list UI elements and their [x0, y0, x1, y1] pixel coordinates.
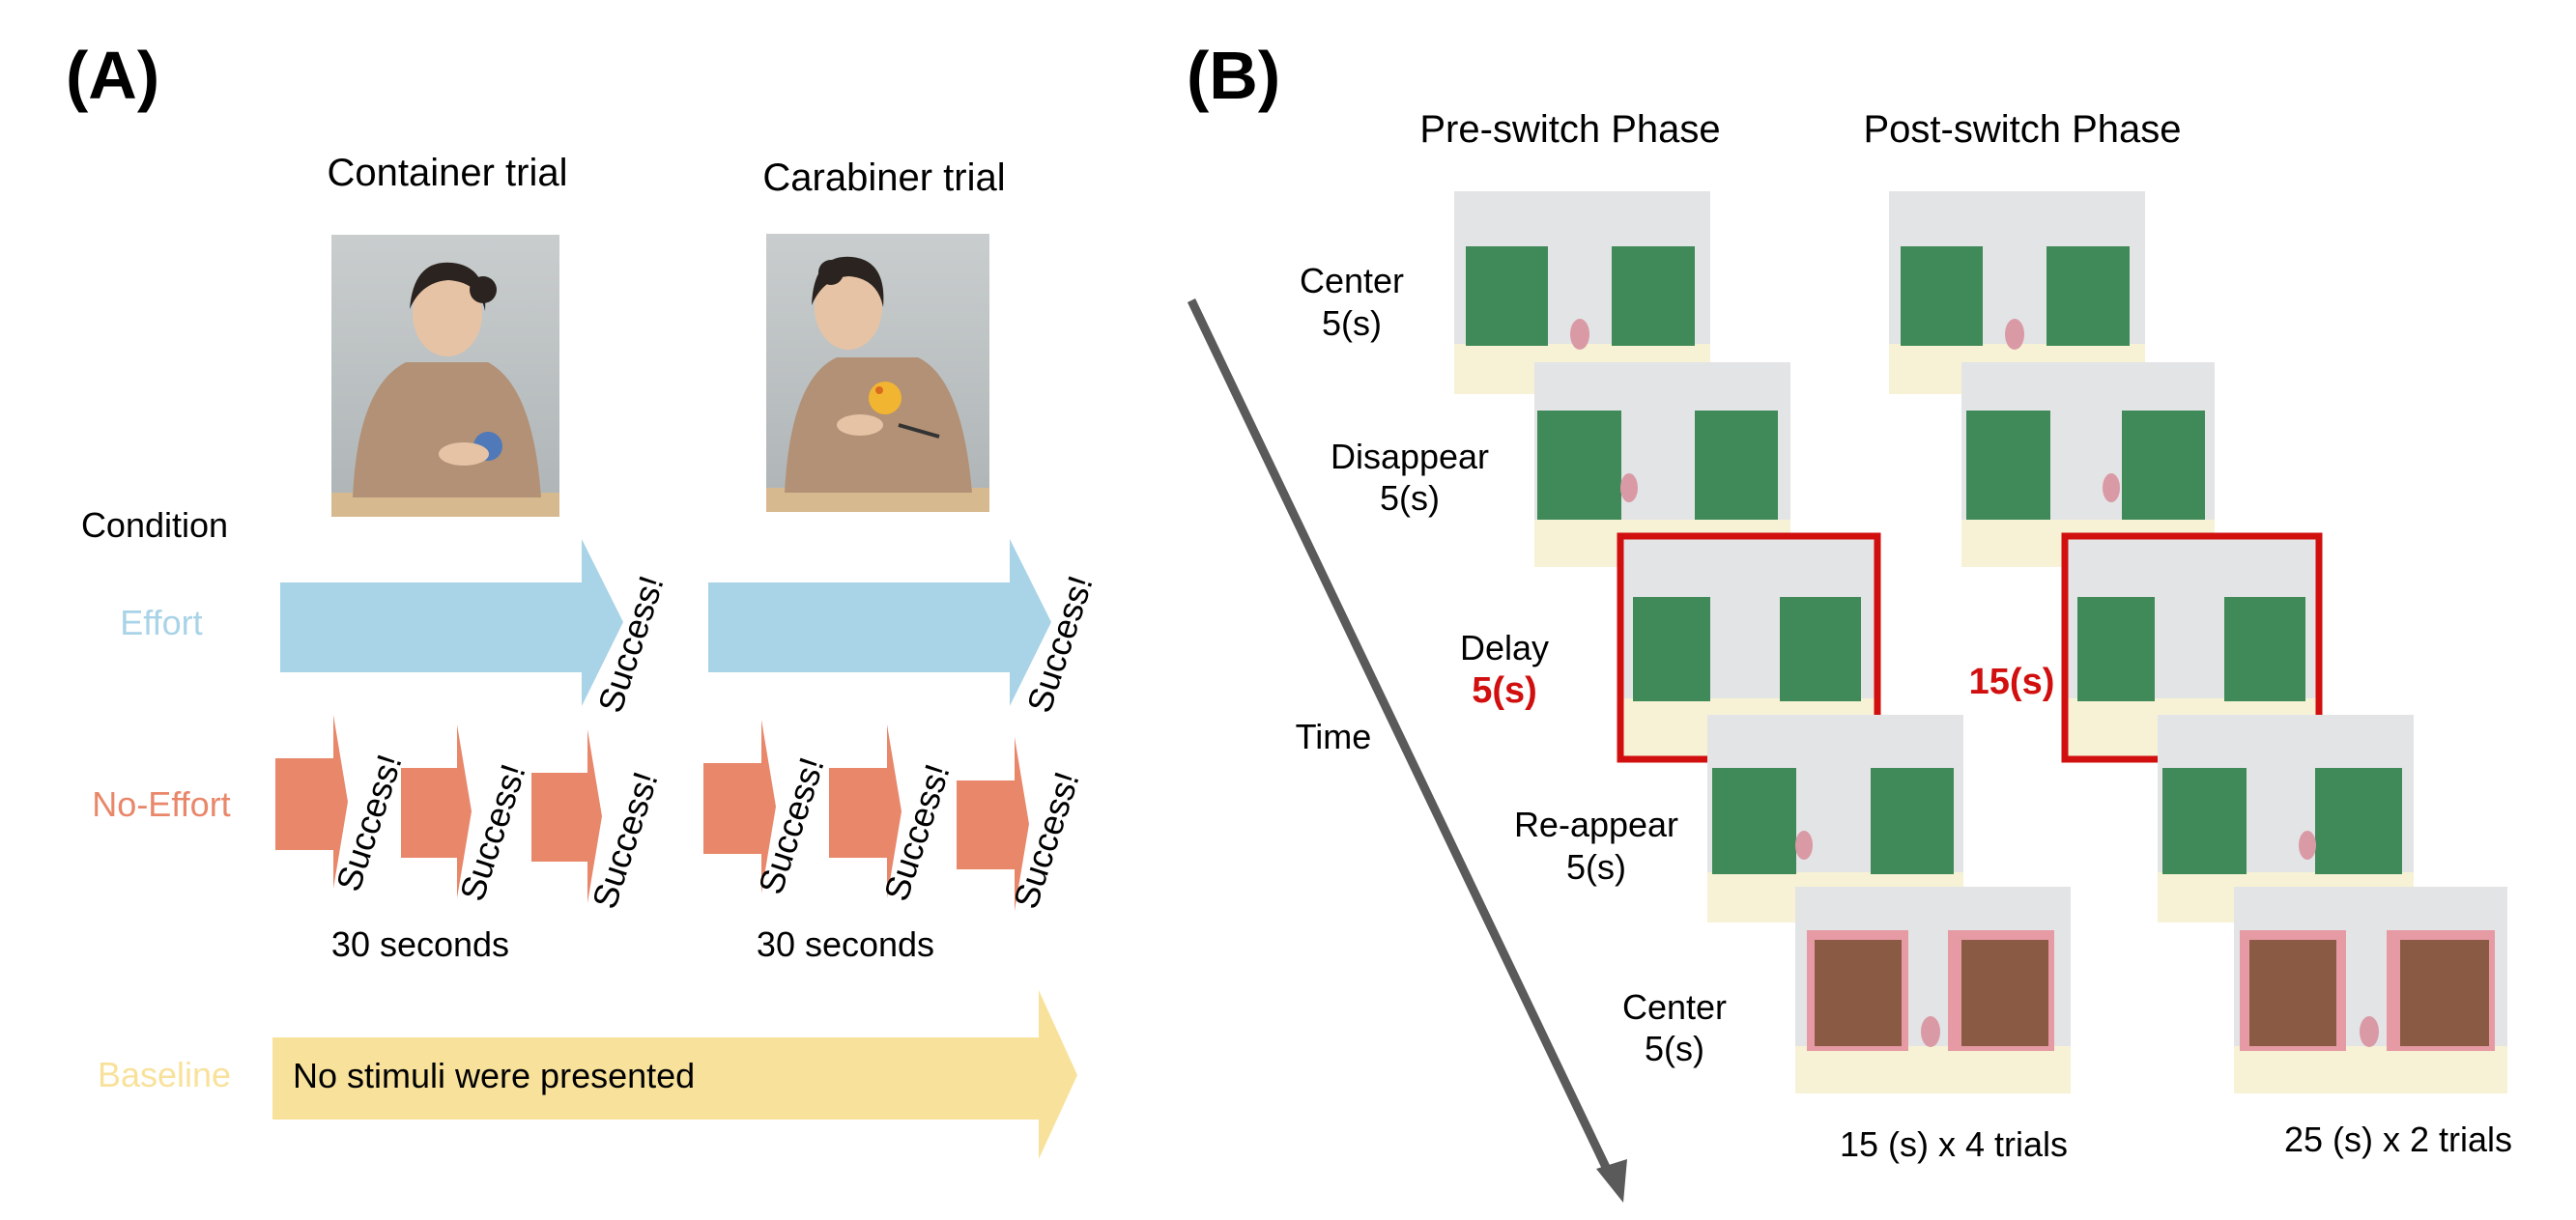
panel-a-label: (A) — [66, 38, 159, 113]
no-effort-arrow-4 — [703, 720, 776, 894]
pre-summary: 15 (s) x 4 trials — [1840, 1124, 2068, 1164]
condition-effort-label: Effort — [120, 603, 202, 642]
baseline-text: No stimuli were presented — [293, 1056, 695, 1095]
effort-arrow-1 — [280, 539, 623, 706]
container-trial-photo — [331, 235, 559, 517]
step-3-name: Delay — [1460, 628, 1549, 667]
phase-title-post: Post-switch Phase — [1863, 108, 2181, 151]
condition-header: Condition — [81, 505, 228, 545]
no-effort-arrow-2 — [401, 724, 472, 898]
no-effort-arrows — [275, 715, 1029, 911]
no-effort-arrow-6 — [957, 737, 1029, 911]
pre-frame-center-2 — [1795, 887, 2071, 1093]
condition-no-effort-label: No-Effort — [92, 784, 230, 824]
time-arrow-line — [1187, 298, 1618, 1185]
step-5-duration: 5(s) — [1645, 1029, 1704, 1068]
effort-arrow-2 — [708, 539, 1051, 706]
step-4-name: Re-appear — [1514, 805, 1678, 844]
time-arrowhead — [1596, 1159, 1627, 1203]
condition-baseline-label: Baseline — [98, 1055, 231, 1094]
post-delay-duration: 15(s) — [1969, 662, 2055, 702]
no-effort-arrow-1 — [275, 715, 348, 889]
carabiner-trial-photo — [766, 234, 989, 512]
duration-label-2: 30 seconds — [757, 924, 934, 964]
no-effort-arrow-3 — [531, 729, 602, 903]
trial-title-carabiner: Carabiner trial — [762, 156, 1005, 199]
baseline-arrow — [272, 990, 1077, 1159]
post-frame-center-2 — [2234, 887, 2507, 1093]
duration-label-1: 30 seconds — [331, 924, 509, 964]
no-effort-arrow-5 — [829, 724, 902, 898]
step-4-duration: 5(s) — [1566, 847, 1626, 887]
step-2-duration: 5(s) — [1380, 478, 1440, 518]
step-2-name: Disappear — [1331, 437, 1489, 476]
post-summary: 25 (s) x 2 trials — [2284, 1120, 2512, 1159]
step-3-duration: 5(s) — [1472, 670, 1537, 711]
step-5-name: Center — [1622, 987, 1727, 1027]
step-1-name: Center — [1300, 261, 1404, 300]
step-1-duration: 5(s) — [1322, 303, 1382, 343]
trial-title-container: Container trial — [327, 152, 567, 194]
panel-b-label: (B) — [1187, 38, 1280, 113]
time-label: Time — [1296, 717, 1372, 756]
phase-title-pre: Pre-switch Phase — [1419, 108, 1720, 151]
